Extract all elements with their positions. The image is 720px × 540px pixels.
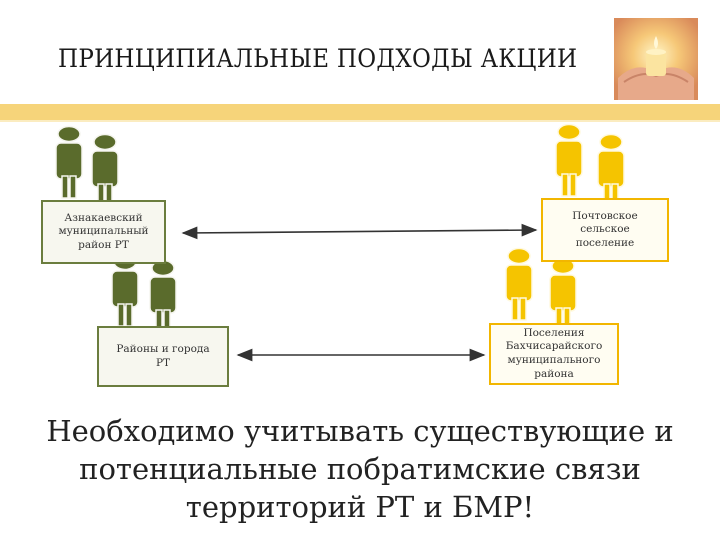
box-bakhchisaray-label: Поселения Бахчисарайского муниципального… [505, 326, 603, 380]
box-aznakaevo-label: Азнакаевский муниципальный район РТ [58, 211, 149, 251]
accent-bar-light [0, 120, 720, 122]
box-pochtovskoe-label: Почтовское сельское поселение [572, 209, 638, 249]
box-districts-rt-label: Районы и города РТ [116, 342, 210, 369]
accent-bar [0, 104, 720, 120]
people-yellow-top-icon [555, 123, 625, 207]
conclusion-text: Необходимо учитывать существующие и поте… [46, 414, 674, 524]
connection-arrow-top [181, 223, 538, 240]
people-green-bottom-icon [111, 253, 177, 333]
candle-hands-photo [614, 18, 698, 100]
people-green-top-icon [55, 125, 119, 207]
box-pochtovskoe: Почтовское сельское поселение [541, 198, 669, 262]
box-aznakaevo: Азнакаевский муниципальный район РТ [41, 200, 166, 264]
box-bakhchisaray: Поселения Бахчисарайского муниципального… [489, 323, 619, 385]
box-districts-rt: Районы и города РТ [97, 326, 229, 387]
page-title: ПРИНЦИПИАЛЬНЫЕ ПОДХОДЫ АКЦИИ [58, 44, 578, 73]
